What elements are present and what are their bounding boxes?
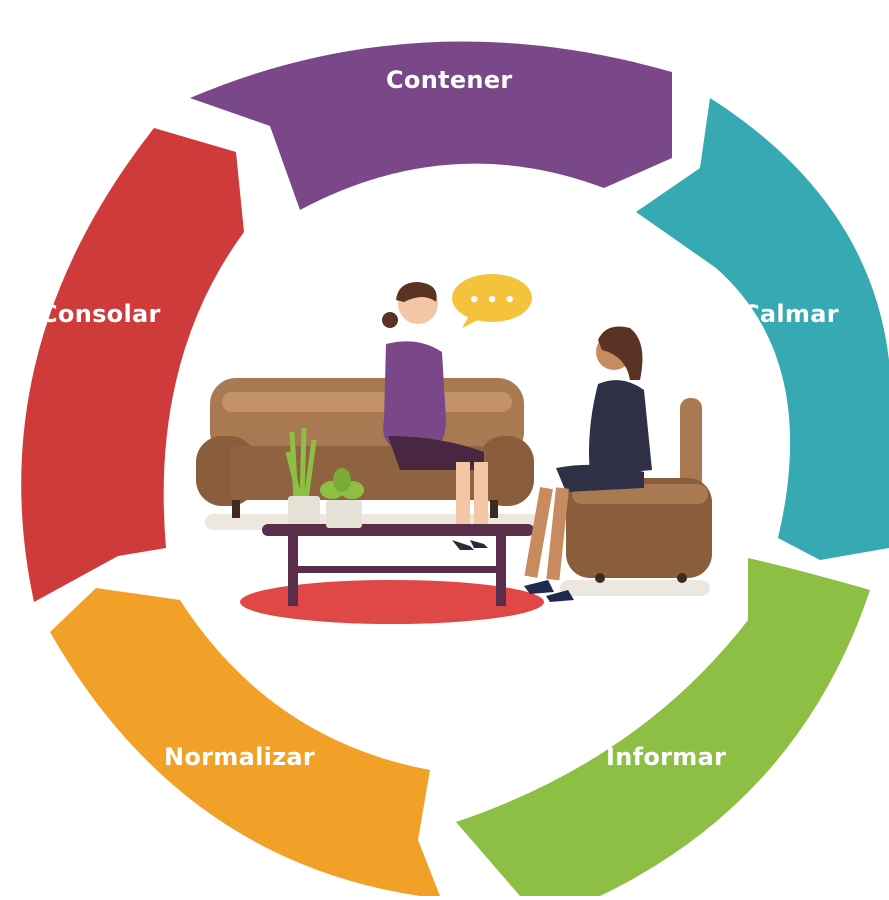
segment-normalizar-label: Normalizar [164, 743, 316, 771]
rug [240, 580, 544, 624]
therapy-illustration: • • • [196, 274, 712, 624]
segment-consolar-label: Consolar [40, 300, 161, 328]
segment-contener-label: Contener [386, 66, 513, 94]
floor-shadow-chair [560, 580, 710, 596]
segment-calmar-arrow [636, 98, 889, 560]
segment-calmar-label: Calmar [742, 300, 839, 328]
segment-consolar-arrow [21, 128, 244, 602]
armchair [566, 398, 712, 583]
woman-seated-left [382, 282, 488, 550]
plant-small [320, 468, 364, 528]
woman-seated-right [524, 326, 652, 602]
speech-bubble: • • • [452, 274, 532, 328]
segment-informar-label: Informar [606, 743, 727, 771]
speech-bubble-text: • • • [468, 290, 515, 311]
plant-tall [285, 427, 320, 524]
segment-normalizar-arrow [50, 588, 440, 896]
segment-contener-arrow [190, 41, 672, 210]
segment-informar-arrow [456, 558, 870, 896]
